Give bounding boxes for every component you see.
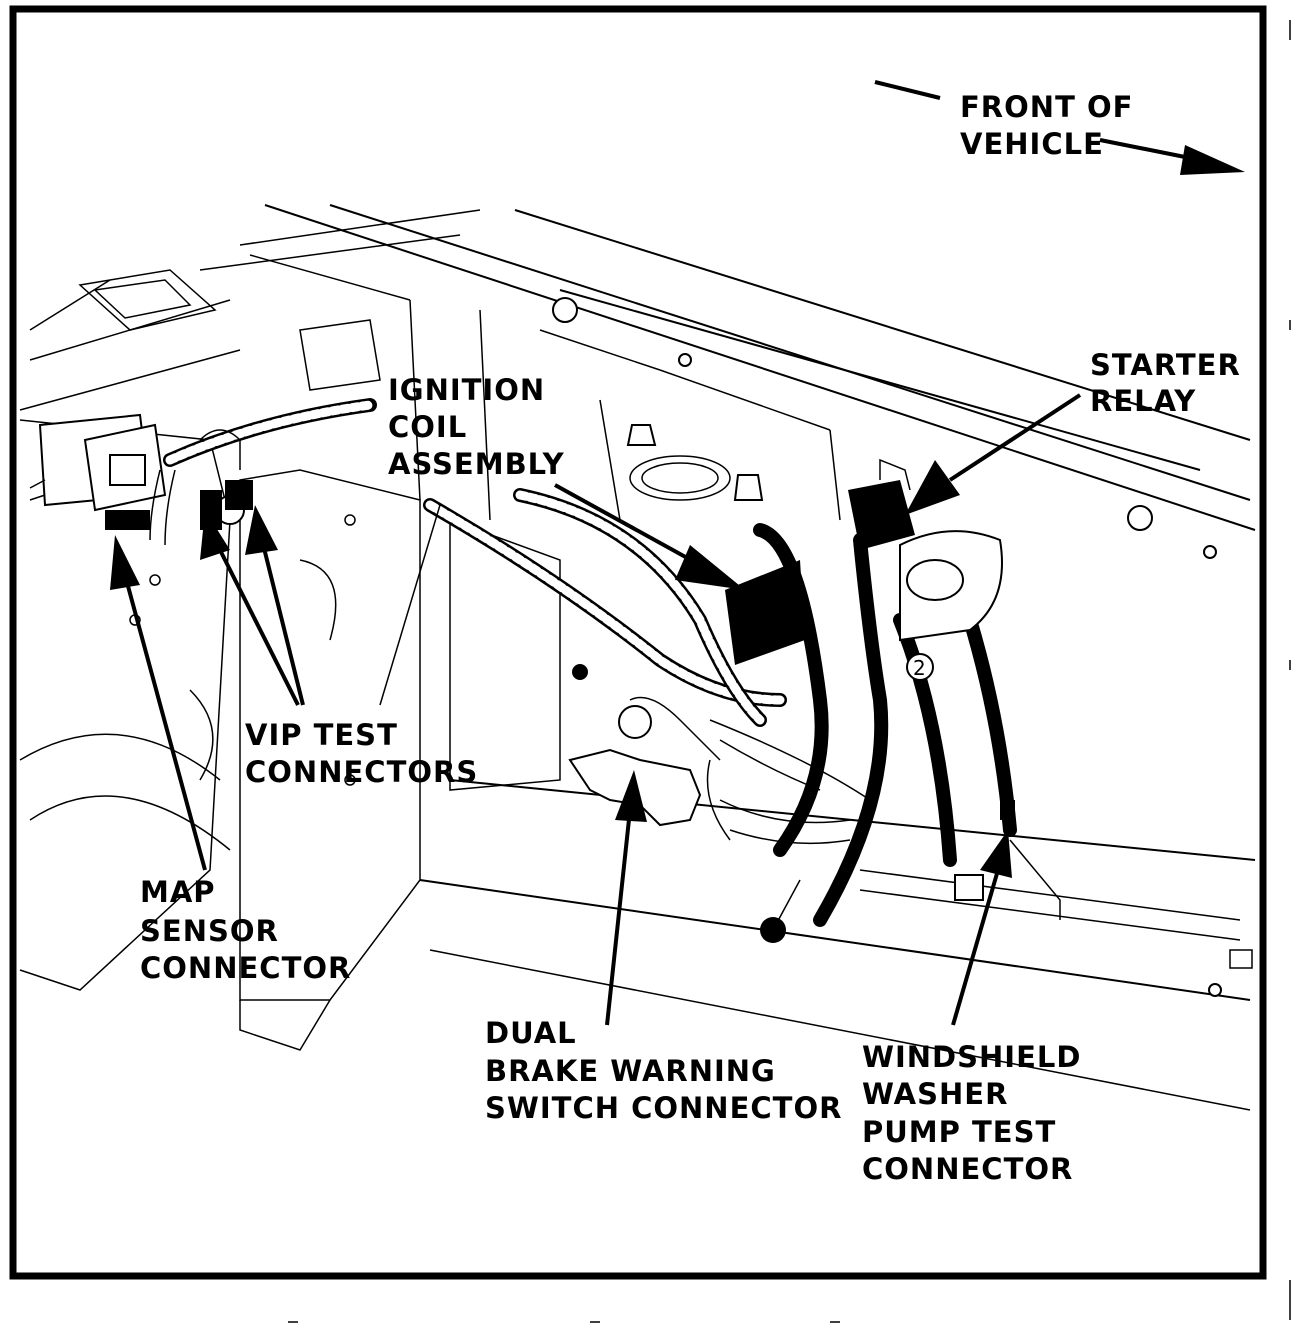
brake-label-line3: SWITCH CONNECTOR xyxy=(485,1091,842,1125)
vip-label-line2: CONNECTORS xyxy=(245,755,478,789)
ignition-coil xyxy=(725,560,805,665)
scan-marks xyxy=(288,20,1291,1323)
callout-arrows xyxy=(110,80,1245,1026)
vip-label-line1: VIP TEST xyxy=(245,718,398,752)
brake-label-line2: BRAKE WARNING xyxy=(485,1054,776,1088)
starter-relay xyxy=(848,480,915,550)
map-label-line3: CONNECTOR xyxy=(140,951,351,985)
diagram-frame xyxy=(9,5,1267,1280)
map-label-line2: SENSOR xyxy=(140,914,279,948)
ignition-label-line1: IGNITION xyxy=(388,373,545,407)
brake-label-line1: DUAL xyxy=(485,1016,577,1050)
washer-label-line2: WASHER xyxy=(862,1077,1008,1111)
ignition-label-line3: ASSEMBLY xyxy=(388,447,565,481)
vip-connector-b xyxy=(225,480,253,510)
callout-labels: FRONT OF VEHICLE STARTER RELAY IGNITION … xyxy=(140,90,1241,1186)
ignition-label-line2: COIL xyxy=(388,410,467,444)
body-panel-linework xyxy=(19,204,1256,1111)
reservoir-mark: 2 xyxy=(913,656,927,680)
washer-label-line1: WINDSHIELD xyxy=(862,1040,1081,1074)
wiring-harness xyxy=(149,398,1017,927)
front-label-line2: VEHICLE xyxy=(960,127,1104,161)
front-label-line1: FRONT OF xyxy=(960,90,1133,124)
components: 2 xyxy=(200,297,1253,997)
map-label-line1: MAP xyxy=(140,875,216,909)
starter-label-line1: STARTER xyxy=(1090,348,1241,382)
starter-label-line2: RELAY xyxy=(1090,384,1196,418)
washer-label-line3: PUMP TEST xyxy=(862,1115,1056,1149)
washer-label-line4: CONNECTOR xyxy=(862,1152,1073,1186)
